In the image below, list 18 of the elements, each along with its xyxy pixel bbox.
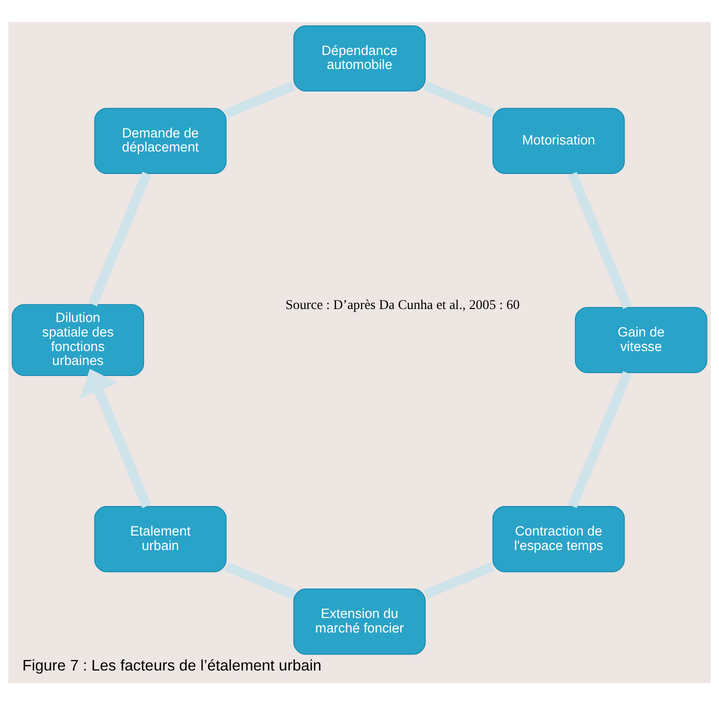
node-box: Dépendance automobile [293,24,426,92]
caption: Figure 7 : Les facteurs de l’étalement urbain [22,656,322,674]
connector [224,562,296,598]
arrow [80,368,152,508]
node-box: Extension du marché foncier [293,588,426,654]
node-box: Dilution spatiale des fonctions urbaines [12,304,144,376]
connector [568,370,632,508]
node-box: Motorisation [492,107,625,174]
connector [423,80,494,118]
node-box: Gain de vitesse [574,306,708,373]
label: Source : D’après Da Cunha et al., 2005 : 60 [286,296,520,312]
connector [424,561,495,598]
connector [224,80,296,118]
node-box: Contraction de l'espace temps [492,506,625,572]
node-box: Demande de déplacement [94,107,227,174]
connector [88,171,152,306]
node-box: Etalement urbain [94,506,227,572]
connector [568,171,632,308]
